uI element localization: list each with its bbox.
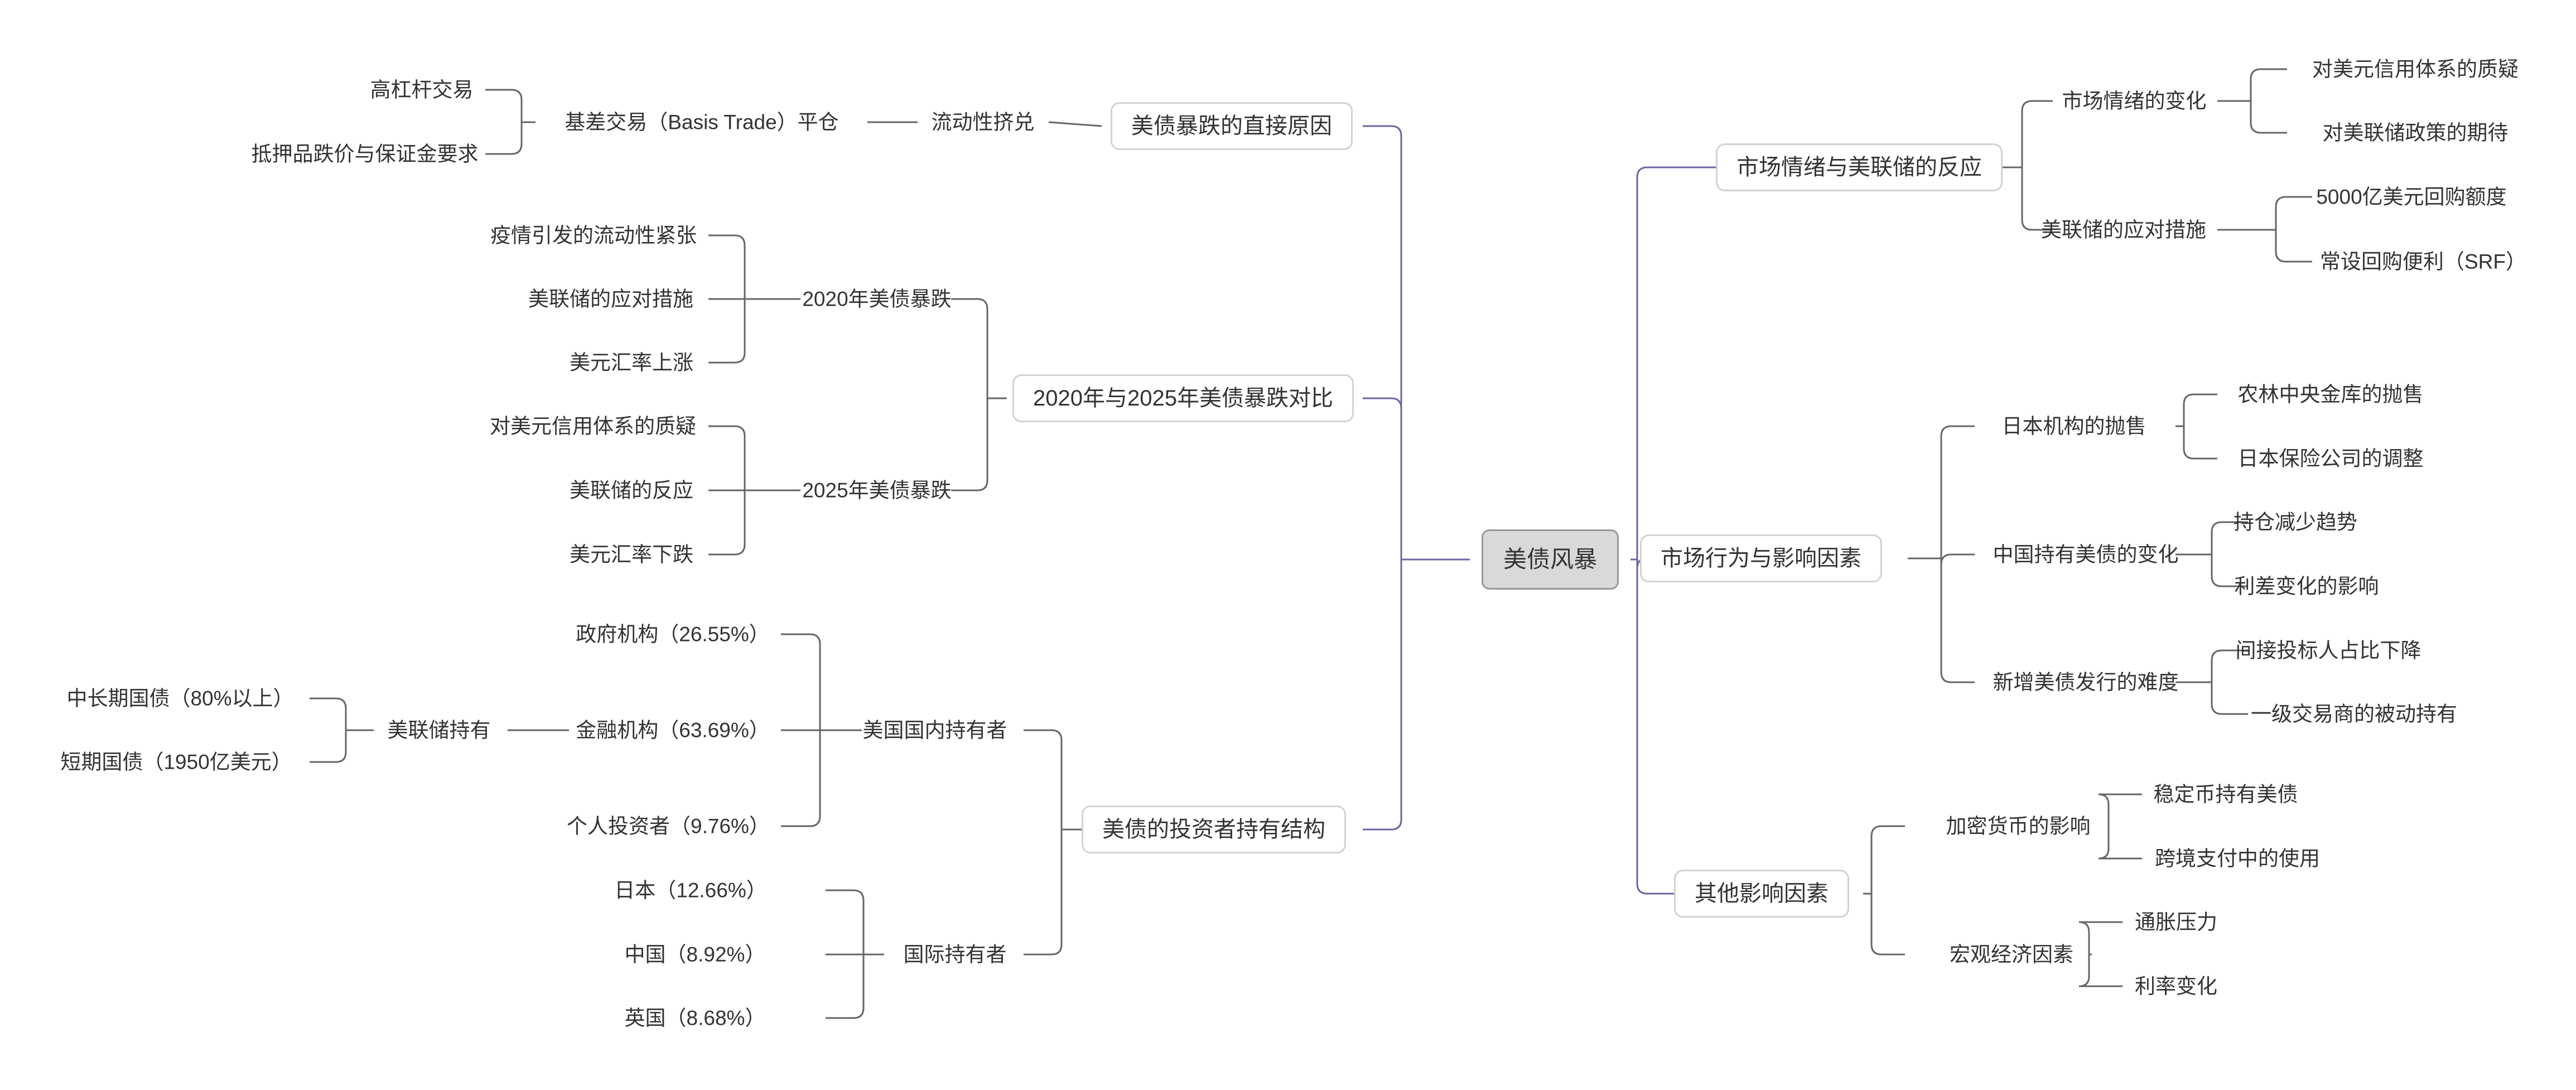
sub-link [2098, 793, 2142, 826]
topic-crypto-item[interactable]: 跨境支付中的使用 [2155, 847, 2320, 870]
topic-2020-crash[interactable]: 2020年美债暴跌 [802, 287, 952, 311]
topic-individual-investors[interactable]: 个人投资者（9.76%） [567, 814, 770, 838]
sub-link [708, 490, 746, 556]
main-link-right [1636, 560, 1685, 895]
topic-financial-institutions[interactable]: 金融机构（63.69%） [576, 718, 770, 742]
sub-link [2078, 921, 2122, 954]
topic-country-holding[interactable]: 英国（8.68%） [624, 1006, 766, 1030]
sub-link [1024, 729, 1063, 829]
sub-link [2211, 554, 2248, 587]
branch-market-sentiment[interactable]: 市场情绪与美联储的反应 [1716, 143, 2003, 191]
sub-link [708, 299, 746, 364]
topic-2020-item[interactable]: 美元汇率上涨 [570, 351, 693, 374]
topic-2025-crash[interactable]: 2025年美债暴跌 [802, 479, 952, 502]
topic-new-issuance[interactable]: 新增美债发行的难度 [1993, 671, 2179, 694]
sub-link [2250, 101, 2287, 134]
sub-link [2211, 682, 2248, 715]
topic-macro-item[interactable]: 通胀压力 [2135, 910, 2217, 934]
topic-fed-measure-item[interactable]: 5000亿美元回购额度 [2316, 185, 2507, 209]
topic-2020-item[interactable]: 疫情引发的流动性紧张 [490, 224, 697, 247]
sub-link [2183, 426, 2217, 460]
sub-link [826, 954, 865, 1019]
topic-china-item[interactable]: 利差变化的影响 [2234, 575, 2379, 598]
sub-link [1870, 825, 1905, 894]
root-topic[interactable]: 美债风暴 [1481, 529, 1619, 590]
sub-link [1048, 121, 1102, 127]
topic-issuance-item[interactable]: 间接投标人占比下降 [2235, 639, 2421, 662]
topic-basis-trade-unwind[interactable]: 基差交易（Basis Trade）平仓 [565, 110, 839, 134]
topic-issuance-item[interactable]: 一级交易商的被动持有 [2251, 702, 2457, 726]
sub-link [2211, 521, 2248, 554]
topic-crypto-item[interactable]: 稳定币持有美债 [2153, 783, 2298, 806]
sub-link [2021, 100, 2053, 167]
branch-2020-2025-comparison[interactable]: 2020年与2025年美债暴跌对比 [1012, 374, 1354, 422]
topic-fed-holdings[interactable]: 美联储持有 [387, 718, 491, 742]
sub-link [2275, 230, 2312, 263]
topic-japan-item[interactable]: 农林中央金库的抛售 [2237, 383, 2424, 406]
topic-sentiment-item[interactable]: 对美联储政策的期待 [2322, 121, 2509, 144]
sub-link [310, 697, 347, 730]
sub-link [2250, 68, 2287, 101]
topic-fed-measure-item[interactable]: 常设回购便利（SRF） [2320, 250, 2526, 273]
branch-investor-structure[interactable]: 美债的投资者持有结构 [1082, 806, 1346, 853]
topic-sentiment-change[interactable]: 市场情绪的变化 [2062, 89, 2207, 113]
sub-link [1940, 425, 1975, 558]
sub-link [708, 234, 746, 299]
sub-link [485, 89, 523, 122]
topic-2025-item[interactable]: 美元汇率下跌 [570, 543, 693, 566]
sub-link [708, 425, 746, 490]
sub-link [1870, 894, 1905, 956]
sub-link [485, 122, 523, 155]
topic-japan-selling[interactable]: 日本机构的抛售 [2001, 414, 2146, 438]
topic-china-holdings[interactable]: 中国持有美债的变化 [1993, 543, 2179, 566]
topic-macro-factors[interactable]: 宏观经济因素 [1950, 943, 2073, 966]
sub-link [1940, 553, 1975, 565]
topic-international-holders[interactable]: 国际持有者 [903, 943, 1007, 966]
topic-fed-item[interactable]: 短期国债（1950亿美元） [60, 750, 292, 774]
topic-country-holding[interactable]: 中国（8.92%） [624, 943, 766, 966]
sub-link [2021, 167, 2053, 231]
topic-sentiment-item[interactable]: 对美元信用体系的质疑 [2312, 57, 2519, 81]
main-link-left [1363, 397, 1402, 560]
sub-link [826, 889, 865, 954]
topic-high-leverage[interactable]: 高杠杆交易 [370, 78, 474, 102]
topic-liquidity-run[interactable]: 流动性挤兑 [931, 110, 1035, 134]
sub-link [951, 398, 988, 491]
sub-link [781, 730, 821, 827]
sub-link [2211, 649, 2248, 682]
main-link-right [1636, 166, 1718, 560]
sub-link [310, 730, 347, 763]
topic-government[interactable]: 政府机构（26.55%） [576, 623, 770, 646]
sub-link [2275, 196, 2312, 230]
topic-macro-item[interactable]: 利率变化 [2135, 975, 2217, 998]
sub-link [2183, 393, 2217, 426]
topic-2025-item[interactable]: 美联储的反应 [570, 479, 693, 502]
main-link-left [1363, 560, 1402, 831]
topic-fed-item[interactable]: 中长期国债（80%以上） [66, 687, 294, 710]
branch-market-behavior[interactable]: 市场行为与影响因素 [1640, 534, 1882, 582]
sub-link [781, 633, 821, 730]
topic-japan-item[interactable]: 日本保险公司的调整 [2237, 447, 2424, 470]
branch-direct-cause[interactable]: 美债暴跌的直接原因 [1111, 102, 1353, 150]
sub-link [1940, 558, 1975, 683]
topic-fed-measures[interactable]: 美联储的应对措施 [2041, 218, 2206, 242]
branch-other-factors[interactable]: 其他影响因素 [1674, 870, 1849, 918]
topic-china-item[interactable]: 持仓减少趋势 [2234, 510, 2357, 534]
sub-link [951, 298, 988, 398]
sub-link [1024, 829, 1063, 956]
topic-crypto-impact[interactable]: 加密货币的影响 [1946, 814, 2091, 838]
topic-2025-item[interactable]: 对美元信用体系的质疑 [490, 414, 696, 438]
topic-country-holding[interactable]: 日本（12.66%） [614, 879, 767, 902]
topic-domestic-holders[interactable]: 美国国内持有者 [862, 718, 1007, 742]
topic-2020-item[interactable]: 美联储的应对措施 [528, 287, 693, 311]
sub-link [2098, 826, 2142, 860]
main-link-left [1363, 125, 1402, 560]
topic-collateral-margin[interactable]: 抵押品跌价与保证金要求 [251, 142, 479, 166]
sub-link [2078, 954, 2122, 987]
